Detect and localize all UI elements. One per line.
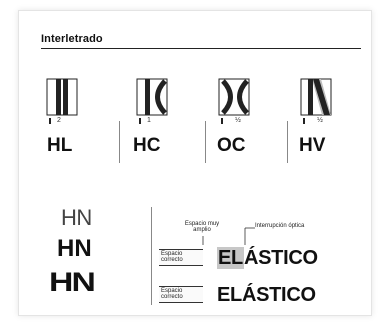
elastico-highlight: EL: [217, 247, 244, 269]
pair-separator: [205, 121, 206, 163]
pair-label-hc: HC: [133, 135, 161, 156]
letter-pair-diagrams: [46, 78, 332, 124]
figure-card: Interletrado: [18, 10, 372, 316]
pair-hv-tick: ½: [317, 117, 323, 124]
pair-hc-tick: 1: [147, 117, 151, 124]
correct-space-label-1: Espacio correcto: [159, 249, 203, 266]
pair-label-hl: HL: [47, 135, 73, 156]
pair-label-hv: HV: [299, 135, 326, 156]
hn-sample-heavy: HN: [49, 267, 96, 297]
figure-title: Interletrado: [41, 33, 103, 45]
hn-sample-bold: HN: [57, 235, 92, 262]
pair-oc-tick: ½: [235, 117, 241, 124]
pair-oc-diagram: [218, 78, 250, 124]
pair-label-oc: OC: [217, 135, 246, 156]
elastico-sample-2: ELÁSTICO: [217, 284, 316, 306]
pair-hl-tick: 2: [57, 117, 61, 124]
correct-space-label-2: Espacio correcto: [159, 286, 203, 303]
pair-hc-diagram: [136, 78, 168, 124]
pair-hl-diagram: [46, 78, 78, 124]
pair-separator: [287, 121, 288, 163]
elastico-sample-1: ELÁSTICO: [217, 247, 318, 270]
elastico-rest: ÁSTICO: [243, 247, 318, 269]
interruption-annotation: Interrupción óptica: [255, 223, 305, 229]
pair-separator: [119, 121, 120, 163]
title-rule: [41, 48, 361, 49]
pair-hv-diagram: [300, 78, 332, 124]
space-annotation: Espacio muy amplio: [184, 221, 220, 234]
section-separator: [151, 207, 152, 305]
hn-sample-light: HN: [61, 205, 92, 230]
